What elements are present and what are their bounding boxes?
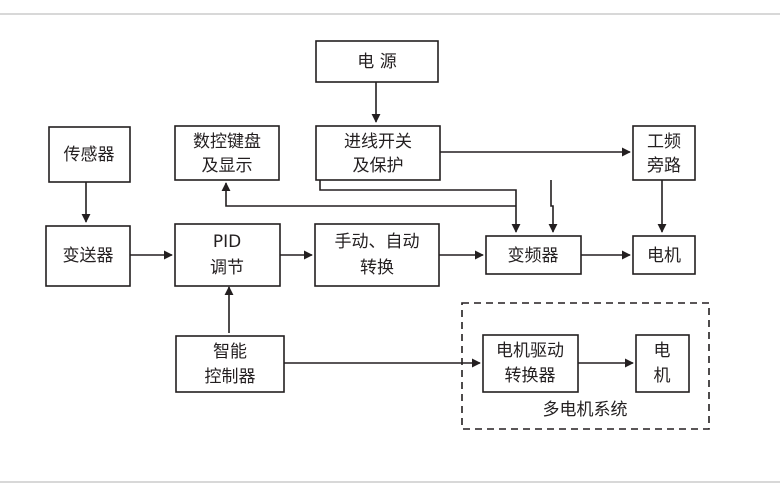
motor2-label-line1: 电 (654, 341, 671, 361)
group-label: 多电机系统 (543, 400, 628, 420)
motor-driver-label-line2: 转换器 (505, 366, 556, 386)
motor2-box: 电 机 (635, 334, 690, 393)
keyboard-label-line2: 及显示 (202, 156, 253, 176)
connections (81, 82, 667, 368)
pid-label-line2: 调节 (210, 258, 244, 278)
motor-driver-label-line1: 电机驱动 (496, 341, 564, 361)
manual-auto-label-line1: 手动、自动 (335, 232, 420, 252)
sensor-label: 传感器 (64, 145, 115, 165)
switch-label-line1: 进线开关 (344, 132, 412, 152)
sensor-box: 传感器 (48, 126, 131, 183)
bypass-box: 工频 旁路 (632, 125, 696, 181)
motor-driver-box: 电机驱动 转换器 (482, 334, 579, 393)
arrow-inverter-to-keyboard (221, 182, 516, 207)
controller-label-line1: 智能 (213, 342, 247, 362)
manual-auto-label-line2: 转换 (360, 258, 394, 278)
switch-box: 进线开关 及保护 (315, 125, 441, 181)
inverter-label: 变频器 (508, 246, 559, 266)
arrow-switch-to-inverter (548, 180, 558, 233)
power-label: 电 源 (357, 52, 396, 72)
controller-label-line2: 控制器 (205, 367, 256, 387)
motor-box: 电机 (632, 235, 696, 275)
pid-label-line1: PID (213, 232, 241, 252)
arrow-switch-branch (319, 180, 521, 233)
bypass-label-line2: 旁路 (647, 156, 681, 176)
keyboard-label-line1: 数控键盘 (193, 132, 261, 152)
switch-label-line2: 及保护 (353, 156, 404, 176)
motor2-label-line2: 机 (654, 366, 671, 386)
controller-box: 智能 控制器 (175, 335, 285, 393)
transmitter-box: 变送器 (45, 225, 131, 287)
pid-box: PID 调节 (174, 223, 281, 287)
inverter-box: 变频器 (485, 235, 582, 275)
motor-label: 电机 (647, 246, 681, 266)
multi-motor-group (461, 302, 710, 430)
bypass-label-line1: 工频 (647, 132, 681, 152)
manual-auto-box: 手动、自动 转换 (314, 223, 440, 287)
power-box: 电 源 (315, 40, 439, 83)
keyboard-box: 数控键盘 及显示 (174, 125, 280, 181)
transmitter-label: 变送器 (63, 246, 114, 266)
